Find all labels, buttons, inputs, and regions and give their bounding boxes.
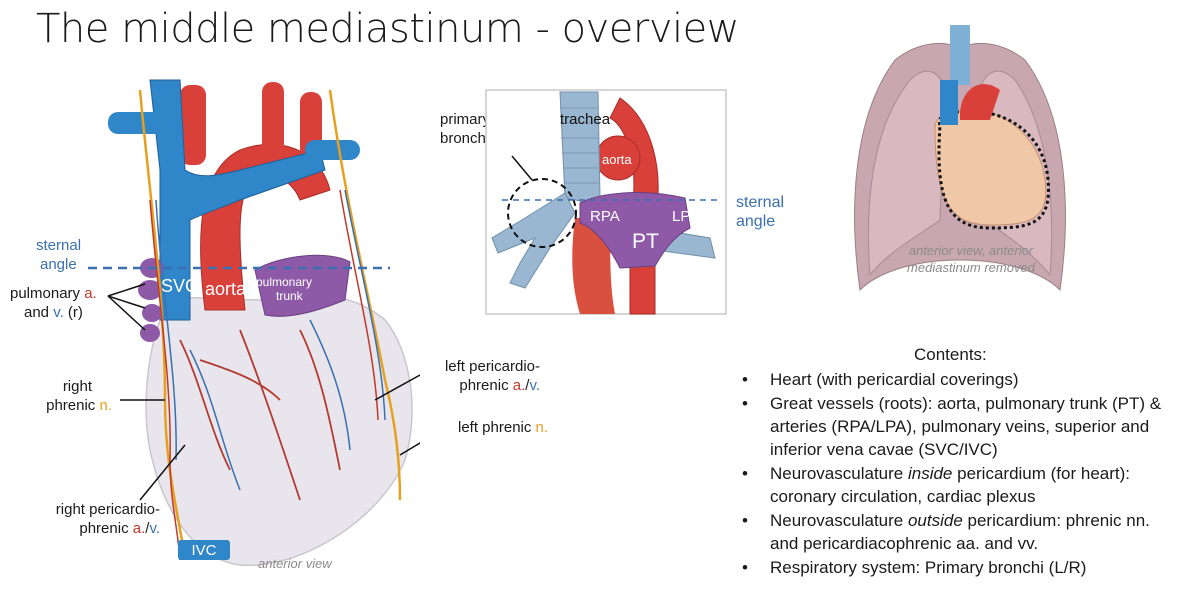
- aorta-small: [959, 84, 1000, 120]
- side-text: (r): [63, 304, 83, 321]
- nerve-abbrev: n.: [535, 419, 549, 436]
- list-item: Neurovasculature inside pericardium (for…: [740, 462, 1170, 508]
- right-phrenic-label-1: right: [62, 378, 92, 395]
- sternal-angle-label-1: sternal: [36, 237, 82, 254]
- pulmonary-trunk: [254, 254, 351, 317]
- right-peri-label-1: right pericardio-: [55, 501, 160, 518]
- right-phrenic-label: right phrenic n.: [38, 377, 112, 415]
- leader-arrows: [107, 283, 420, 501]
- svc-small: [940, 80, 958, 125]
- rpa-label: RPA: [590, 208, 620, 225]
- brachiocephalic-trunk: [180, 85, 206, 165]
- contents-heading: Contents:: [914, 345, 987, 364]
- item-bold: Neurovasculature: [770, 464, 908, 483]
- item-rest: : Primary bronchi (L/R): [915, 558, 1087, 577]
- left-phrenic-text: left phrenic: [458, 419, 536, 436]
- pulmonary-trunk-label-1: pulmonary: [256, 275, 312, 289]
- item-italic: outside: [907, 511, 963, 530]
- svc-label: SVC: [161, 276, 198, 296]
- list-item: Neurovasculature outside pericardium: ph…: [740, 509, 1170, 555]
- item-bold: Neurovasculature: [770, 511, 908, 530]
- nerve-abbrev: n.: [99, 397, 112, 414]
- coronary-veins: [189, 319, 351, 491]
- vein-abbrev: v.: [529, 377, 540, 394]
- pt-label: PT: [632, 230, 659, 253]
- right-pericardiacophrenic-artery: [149, 199, 181, 561]
- left-peri-label-1: left pericardio-: [444, 358, 540, 375]
- artery-abbrev: a.: [132, 520, 146, 537]
- trachea-panel: trachea aorta RPA LPA PT: [485, 89, 727, 315]
- ivc-label: IVC: [191, 542, 216, 559]
- right-pericardiophrenic-label: right pericardio- phrenic a./v.: [34, 500, 160, 538]
- item-bold: Respiratory system: [770, 558, 916, 577]
- item-rest: pericardium (for heart): coronary circul…: [770, 464, 1131, 506]
- left-pericardiacophrenic-artery: [339, 189, 379, 421]
- sternal-angle-label-2: angle: [40, 256, 77, 273]
- thorax-caption: anterior view, anterior mediastinum remo…: [898, 242, 1044, 276]
- item-italic: inside: [907, 464, 953, 483]
- artery-abbrev: a.: [512, 377, 526, 394]
- pulmonary-vessel: [140, 324, 160, 342]
- item-bold: Heart: [770, 370, 812, 389]
- aorta-label: aorta: [205, 279, 247, 299]
- heart-illustration: IVC SVC aorta pulmonary trunk: [88, 79, 420, 567]
- vein-abbrev: v.: [53, 304, 64, 321]
- lpa-label: LPA: [672, 208, 699, 225]
- phrenic-text: phrenic: [46, 397, 100, 414]
- right-primary-bronchus: [491, 192, 576, 289]
- left-phrenic-label: left phrenic n.: [458, 418, 548, 437]
- heart-caption: anterior view: [258, 556, 332, 571]
- trachea: [559, 91, 601, 204]
- list-item: Respiratory system: Primary bronchi (L/R…: [740, 556, 1170, 579]
- separator: /: [145, 520, 150, 537]
- left-phrenic-nerve: [328, 89, 402, 501]
- pulmonary-text: pulmonary: [10, 285, 85, 302]
- primary-bronchus-label-1: primary: [440, 111, 491, 128]
- trachea-small: [950, 25, 970, 85]
- thorax-illustration: [854, 25, 1066, 292]
- right-pericardiacophrenic-vein: [155, 199, 177, 461]
- thorax-caption-1: anterior view, anterior: [908, 243, 1034, 258]
- ivc: [178, 540, 230, 560]
- bronchus-arrow: [511, 155, 533, 181]
- separator: /: [525, 377, 530, 394]
- tracheal-rings: [560, 107, 600, 184]
- list-item: Heart (with pericardial coverings): [740, 368, 1170, 391]
- vein-abbrev: v.: [149, 520, 160, 537]
- right-lung: [867, 70, 946, 277]
- left-pericardiacophrenic-vein: [344, 189, 386, 421]
- artery-abbrev: a.: [84, 285, 97, 302]
- item-rest: (with pericardial coverings): [811, 370, 1019, 389]
- page-title: The middle mediastinum - overview: [36, 6, 739, 52]
- heart-body: [145, 293, 413, 567]
- pulmonary-vessels-label: pulmonary a. and v. (r): [10, 284, 97, 322]
- sternal-angle-label: sternal angle: [36, 236, 81, 274]
- left-common-carotid: [262, 82, 284, 157]
- left-subclavian-vein: [305, 140, 360, 160]
- aorta-label: aorta: [602, 152, 632, 167]
- pulmonary-trunk-label-2: trunk: [276, 289, 304, 303]
- svc-and-brachiocephalic-veins: [149, 79, 326, 321]
- item-rest: pericardium: phrenic nn. and pericardiac…: [770, 511, 1150, 553]
- contents-list: Heart (with pericardial coverings) Great…: [740, 368, 1170, 580]
- phrenic-text: phrenic: [79, 520, 133, 537]
- phrenic-text: phrenic: [459, 377, 513, 394]
- item-bold: Great vessels (roots): [770, 394, 928, 413]
- highlight-circle: [507, 178, 577, 248]
- pulmonary-vessels-label-2: and v. (r): [10, 303, 97, 322]
- sternal-angle-label-mid: sternal angle: [736, 193, 784, 231]
- angle-text: angle: [736, 213, 776, 230]
- pulmonary-artery: [579, 192, 691, 269]
- thorax-caption-2: mediastinum removed: [907, 260, 1035, 275]
- left-pericardiophrenic-label: left pericardio- phrenic a./v.: [425, 357, 540, 395]
- item-rest: : aorta, pulmonary trunk (PT) & arteries…: [770, 394, 1162, 459]
- and-text: and: [24, 304, 54, 321]
- sternal-text: sternal: [736, 194, 785, 211]
- list-item: Great vessels (roots): aorta, pulmonary …: [740, 392, 1170, 461]
- pulmonary-vessels-label-1: pulmonary a.: [10, 284, 97, 303]
- coronary-arteries: [179, 329, 341, 501]
- right-phrenic-nerve: [138, 89, 187, 561]
- pulmonary-vessel: [142, 304, 162, 322]
- trachea-label: trachea: [560, 111, 611, 128]
